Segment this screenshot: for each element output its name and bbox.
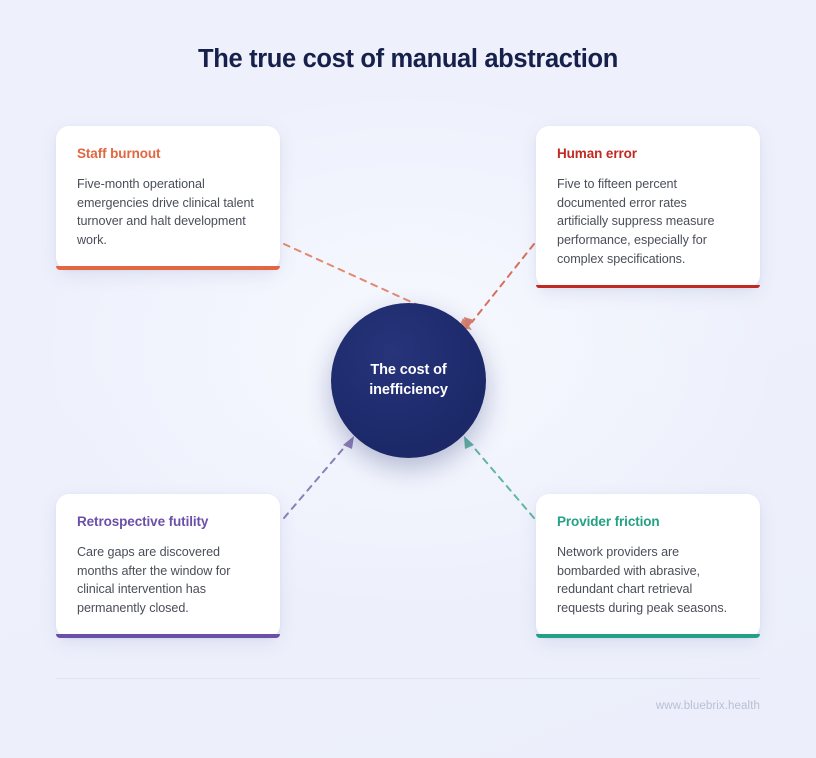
center-hub: The cost of inefficiency: [331, 303, 486, 458]
card-retrospective-futility[interactable]: Retrospective futility Care gaps are dis…: [56, 494, 280, 638]
card-human-error[interactable]: Human error Five to fifteen percent docu…: [536, 126, 760, 289]
footer-divider: [56, 678, 760, 679]
connector-retrospective-futility: [283, 436, 354, 519]
card-title: Retrospective futility: [77, 514, 209, 529]
footer-url: www.bluebrix.health: [655, 700, 760, 712]
card-body: Care gaps are discovered months after th…: [77, 545, 231, 616]
card-body: Network providers are bombarded with abr…: [557, 545, 728, 616]
connector-provider-friction: [464, 436, 535, 519]
connector-human-error: [464, 243, 535, 330]
page-title: The true cost of manual abstraction: [198, 45, 618, 73]
card-staff-burnout[interactable]: Staff burnout Five-month operational eme…: [56, 126, 280, 270]
card-body: Five to fifteen percent documented error…: [557, 177, 715, 266]
card-title: Human error: [557, 146, 637, 161]
card-body: Five-month operational emergencies drive…: [77, 177, 254, 248]
card-title: Provider friction: [557, 514, 660, 529]
center-hub-label: The cost of inefficiency: [369, 362, 448, 398]
card-title: Staff burnout: [77, 146, 161, 161]
card-provider-friction[interactable]: Provider friction Network providers are …: [536, 494, 760, 638]
